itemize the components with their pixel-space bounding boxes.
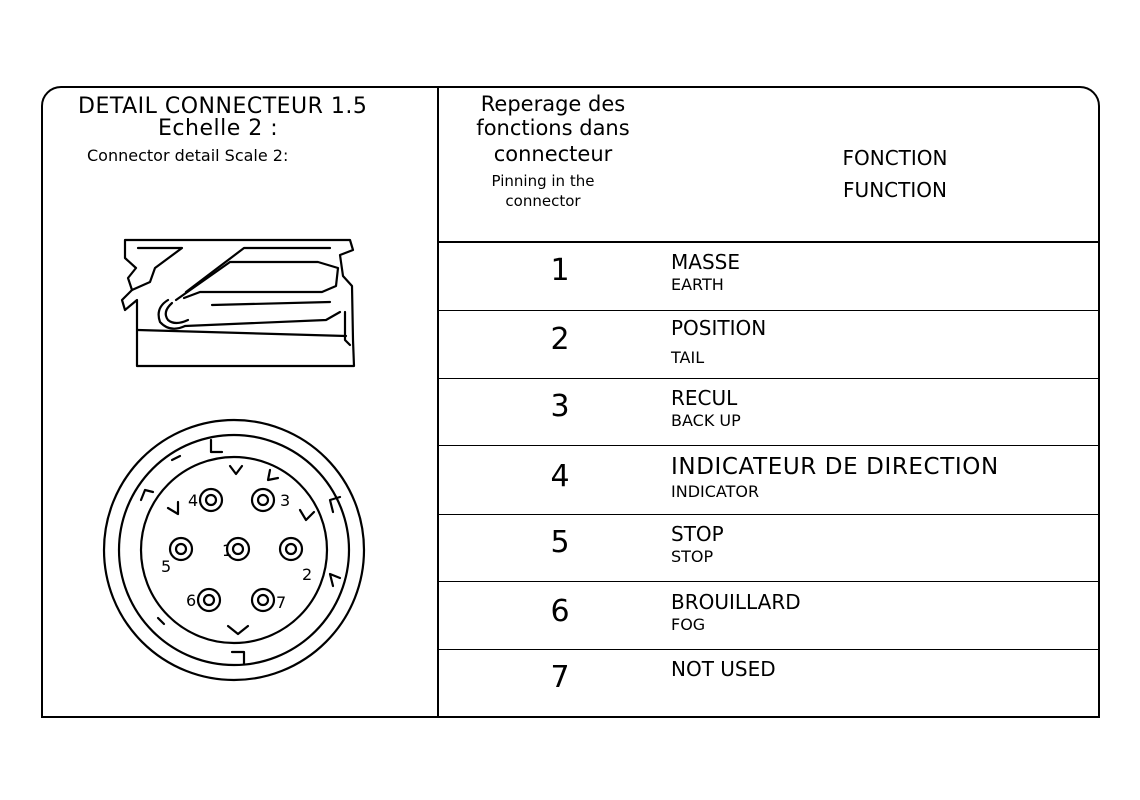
pin-contacts bbox=[168, 487, 304, 613]
row-rule bbox=[439, 445, 1100, 446]
pin-number: 5 bbox=[550, 525, 570, 560]
function-fr: INDICATEUR DE DIRECTION bbox=[671, 454, 999, 480]
pin-label: 3 bbox=[280, 491, 290, 510]
row-rule bbox=[439, 514, 1100, 515]
function-en: INDICATOR bbox=[671, 482, 760, 501]
row-rule bbox=[439, 581, 1100, 582]
detail-scale: Echelle 2 : bbox=[158, 116, 279, 141]
function-en: STOP bbox=[671, 547, 714, 566]
connector-front-view bbox=[102, 418, 366, 682]
function-fr: STOP bbox=[671, 522, 724, 546]
pin-label: 6 bbox=[186, 591, 196, 610]
connector-side-view bbox=[120, 238, 356, 368]
pin-labels: 1 2 3 4 5 6 7 bbox=[161, 491, 312, 612]
detail-title: DETAIL CONNECTEUR 1.5 bbox=[78, 94, 368, 119]
function-fr: RECUL bbox=[671, 386, 738, 410]
function-fr: MASSE bbox=[671, 250, 740, 274]
function-fr: BROUILLARD bbox=[671, 590, 801, 614]
drawing-frame bbox=[41, 86, 1100, 718]
function-fr: POSITION bbox=[671, 316, 767, 340]
header-rule bbox=[439, 241, 1100, 243]
function-header-fr: FONCTION bbox=[842, 146, 948, 170]
detail-subtitle: Connector detail Scale 2: bbox=[87, 146, 289, 165]
column-divider bbox=[437, 86, 439, 718]
pin-label: 1 bbox=[222, 541, 232, 560]
pin-number: 4 bbox=[550, 459, 570, 494]
pin-number: 1 bbox=[550, 253, 570, 288]
pin-label: 7 bbox=[276, 593, 286, 612]
function-en: TAIL bbox=[671, 348, 705, 367]
pin-label: 4 bbox=[188, 491, 198, 510]
pin-number: 3 bbox=[550, 389, 570, 424]
function-en: FOG bbox=[671, 615, 706, 634]
row-rule bbox=[439, 649, 1100, 650]
row-rule bbox=[439, 378, 1100, 379]
pinning-fr-line2: fonctions dans bbox=[476, 116, 630, 140]
pin-number: 6 bbox=[550, 594, 570, 629]
function-fr: NOT USED bbox=[671, 657, 776, 681]
function-en: BACK UP bbox=[671, 411, 741, 430]
pinning-en-line2: connector bbox=[505, 192, 581, 210]
row-rule bbox=[439, 310, 1100, 311]
function-header-en: FUNCTION bbox=[843, 178, 947, 202]
pinning-fr-line3: connecteur bbox=[493, 142, 613, 166]
pinning-en-line1: Pinning in the bbox=[491, 172, 595, 190]
pinning-fr-line1: Reperage des bbox=[480, 92, 626, 116]
pin-label: 5 bbox=[161, 557, 171, 576]
pin-label: 2 bbox=[302, 565, 312, 584]
pin-number: 2 bbox=[550, 322, 570, 357]
function-en: EARTH bbox=[671, 275, 724, 294]
pin-number: 7 bbox=[550, 660, 570, 695]
